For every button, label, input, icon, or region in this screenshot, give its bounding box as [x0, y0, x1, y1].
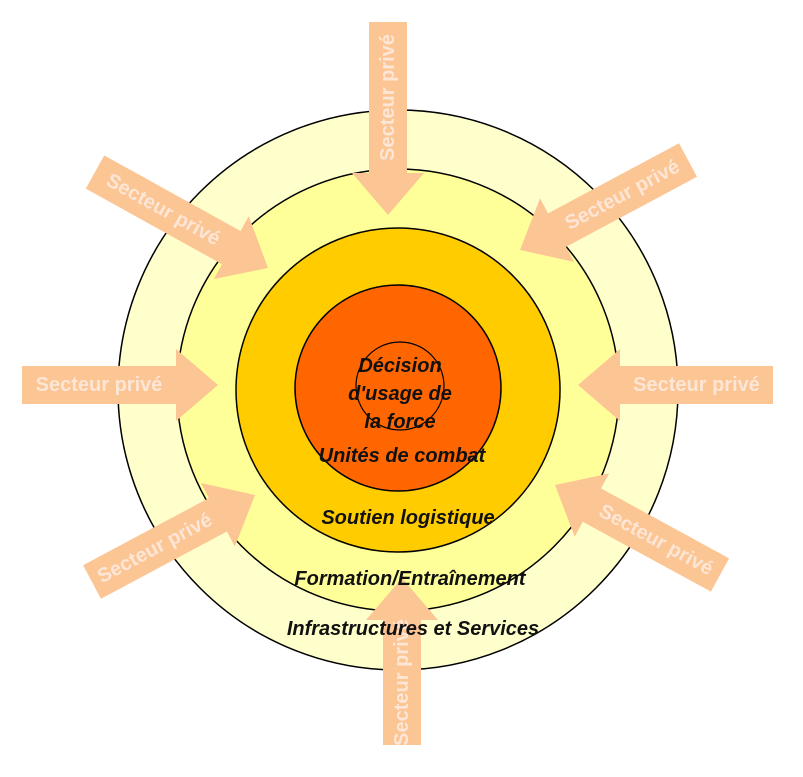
training-label: Formation/Entraînement	[294, 568, 526, 590]
core-label-line-2: d'usage de	[348, 383, 452, 405]
arrow-shape	[352, 22, 424, 215]
ring-decision	[355, 341, 445, 431]
arrow-label: Secteur privé	[377, 34, 399, 161]
ring-combat	[294, 284, 502, 492]
arrow-label: Secteur privé	[36, 374, 163, 396]
arrow-shape	[22, 349, 218, 421]
arrow-shape	[578, 349, 773, 421]
logistics-label: Soutien logistique	[321, 507, 494, 529]
combat-units-label: Unités de combat	[319, 445, 487, 467]
arrow-shape	[83, 483, 255, 599]
core-label-line-3: la force	[364, 411, 435, 433]
core-label-line-1: Décision	[358, 355, 441, 377]
arrow-shape	[85, 155, 268, 280]
infrastructure-label: Infrastructures et Services	[287, 618, 539, 640]
arrow-label: Secteur privé	[633, 374, 760, 396]
arrow-label: Secteur privé	[391, 619, 413, 746]
private-sector-arrow: Secteur privé	[22, 349, 218, 421]
arrow-shape	[366, 578, 438, 745]
arrow-shape	[555, 473, 730, 592]
private-sector-arrow: Secteur privé	[578, 349, 773, 421]
private-sector-arrow: Secteur privé	[366, 578, 438, 746]
arrow-shape	[520, 143, 697, 262]
private-sector-arrow: Secteur privé	[352, 22, 424, 215]
